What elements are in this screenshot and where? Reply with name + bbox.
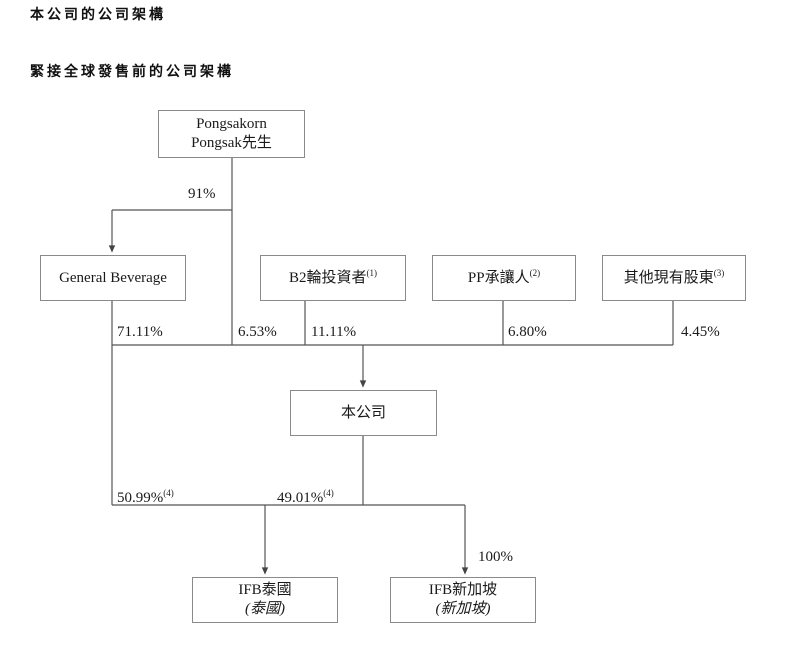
- edge-label-7111-percent: 71.11%: [117, 324, 163, 340]
- node-b2-investors[interactable]: B2輪投資者(1): [260, 255, 406, 301]
- node-ifb-singapore[interactable]: IFB新加坡 (新加坡): [390, 577, 536, 623]
- edge-label-445-percent: 4.45%: [681, 324, 720, 340]
- node-pp-transferee-label: PP承讓人(2): [467, 267, 541, 286]
- edge-label-91-percent: 91%: [188, 186, 216, 202]
- node-pongsakorn-line1: Pongsakorn: [196, 116, 267, 133]
- edge-label-100-percent: 100%: [478, 549, 513, 565]
- footnote-marker-4b: (4): [323, 488, 334, 498]
- node-ifb-thailand-label: IFB泰國: [238, 582, 292, 599]
- node-ifb-singapore-jurisdiction: (新加坡): [435, 601, 491, 617]
- section-title: 緊接全球發售前的公司架構: [30, 64, 234, 80]
- edge-label-4901-percent: 49.01%(4): [277, 488, 334, 507]
- node-ifb-thailand[interactable]: IFB泰國 (泰國): [192, 577, 338, 623]
- node-company-label: 本公司: [340, 404, 386, 421]
- node-company[interactable]: 本公司: [290, 390, 437, 436]
- node-pp-transferee[interactable]: PP承讓人(2): [432, 255, 576, 301]
- footnote-marker-1: (1): [366, 267, 378, 278]
- node-general-beverage[interactable]: General Beverage: [40, 255, 186, 301]
- footnote-marker-2: (2): [529, 267, 541, 278]
- node-ifb-thailand-jurisdiction: (泰國): [245, 601, 285, 617]
- node-b2-investors-label: B2輪投資者(1): [288, 267, 378, 286]
- node-other-shareholders[interactable]: 其他現有股東(3): [602, 255, 746, 301]
- edge-label-680-percent: 6.80%: [508, 324, 547, 340]
- footnote-marker-4a: (4): [163, 488, 174, 498]
- footnote-marker-3: (3): [713, 267, 725, 278]
- edge-label-1111-percent: 11.11%: [311, 324, 357, 340]
- node-ifb-singapore-label: IFB新加坡: [428, 582, 498, 599]
- page-title: 本公司的公司架構: [30, 7, 166, 23]
- node-pongsakorn[interactable]: Pongsakorn Pongsak先生: [158, 110, 305, 158]
- node-general-beverage-label: General Beverage: [59, 269, 167, 286]
- edge-label-5099-percent: 50.99%(4): [117, 488, 174, 507]
- node-pongsakorn-line2: Pongsak先生: [191, 135, 272, 151]
- node-other-shareholders-label: 其他現有股東(3): [623, 267, 725, 286]
- edge-label-653-percent: 6.53%: [238, 324, 277, 340]
